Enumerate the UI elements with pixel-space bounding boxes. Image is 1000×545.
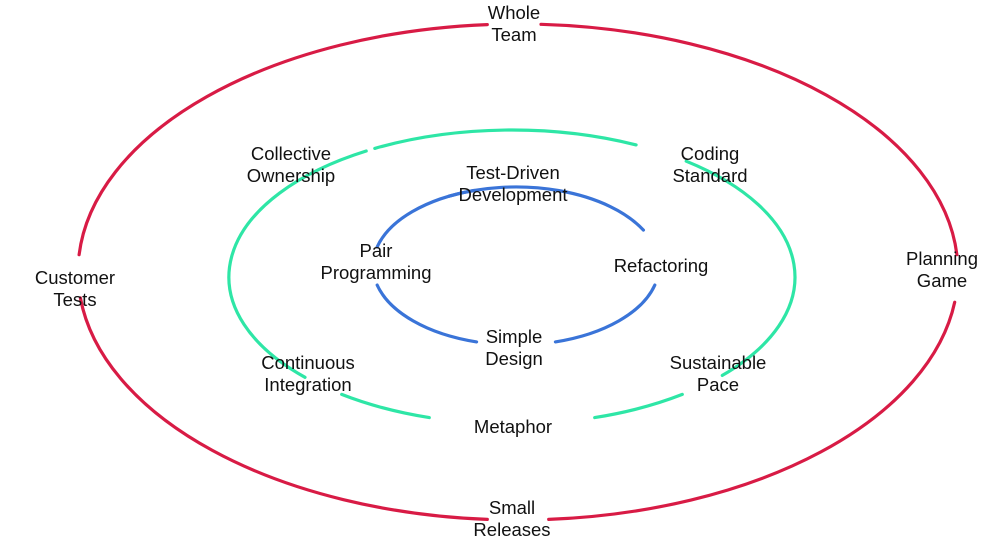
outer-ring-arc-1 (539, 22, 959, 257)
inner-ring-arc-4 (375, 188, 476, 249)
label-simple-design: Simple Design (485, 326, 543, 369)
label-customer-tests: Customer Tests (34, 267, 116, 310)
label-continuous-integration: Continuous Integration (261, 352, 355, 395)
label-metaphor: Metaphor (473, 416, 553, 437)
label-whole-team: Whole Team (487, 2, 541, 45)
label-refactoring: Refactoring (613, 255, 709, 276)
inner-ring-arc-3 (375, 283, 479, 344)
middle-ring-arc-2 (684, 159, 797, 377)
outer-ring-arc-3 (78, 296, 489, 521)
outer-ring-arc-4 (77, 23, 489, 257)
inner-ring-arc-2 (553, 283, 657, 344)
middle-ring-arc-5 (227, 149, 368, 379)
label-coding-standard: Coding Standard (672, 143, 748, 186)
label-test-driven-development: Test-Driven Development (458, 162, 568, 205)
label-pair-programming: Pair Programming (320, 240, 432, 283)
middle-ring-arc-1 (373, 128, 638, 150)
middle-ring-arc-4 (340, 392, 431, 420)
label-planning-game: Planning Game (905, 248, 979, 291)
label-sustainable-pace: Sustainable Pace (669, 352, 767, 395)
middle-ring-arc-3 (593, 392, 684, 420)
label-collective-ownership: Collective Ownership (246, 143, 336, 186)
outer-ring-arc-2 (547, 300, 957, 521)
label-small-releases: Small Releases (473, 497, 551, 540)
inner-ring-arc-1 (447, 185, 645, 232)
ring-arcs (77, 22, 959, 521)
